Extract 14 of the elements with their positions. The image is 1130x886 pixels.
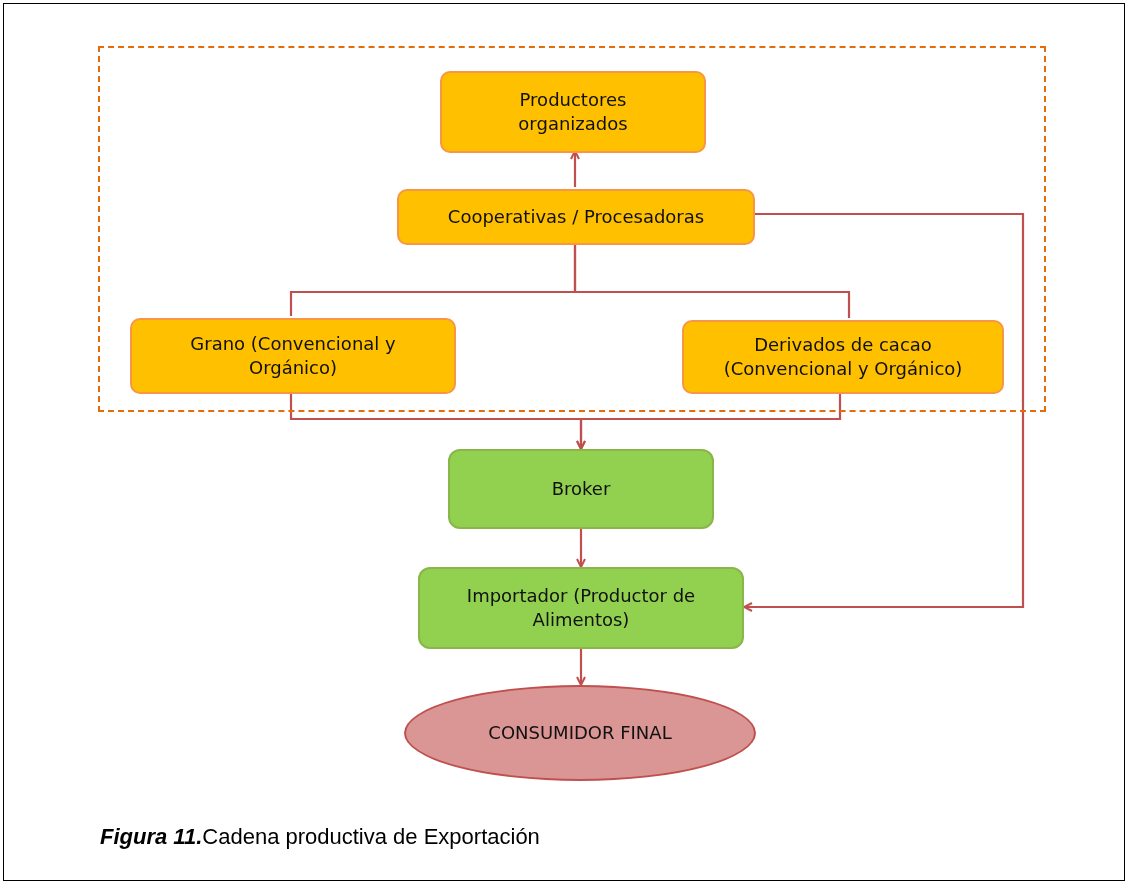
connector-arrow <box>576 392 842 450</box>
terminal-ellipse: CONSUMIDOR FINAL <box>404 685 756 781</box>
process-box: Derivados de cacao (Convencional y Orgánico) <box>682 320 1004 394</box>
process-box: Importador (Productor de Alimentos) <box>418 567 744 649</box>
connector-arrow <box>576 649 586 686</box>
process-box: Broker <box>448 449 714 529</box>
connector-arrow <box>576 529 586 568</box>
connector-arrow <box>570 150 580 187</box>
connector-arrow <box>743 212 1025 612</box>
process-box: Productores organizados <box>440 71 706 153</box>
dashed-group-box <box>98 46 1046 412</box>
figure-caption: Figura 11.Cadena productiva de Exportación <box>100 824 540 850</box>
process-box: Cooperativas / Procesadoras <box>397 189 755 245</box>
process-box: Grano (Convencional y Orgánico) <box>130 318 456 394</box>
